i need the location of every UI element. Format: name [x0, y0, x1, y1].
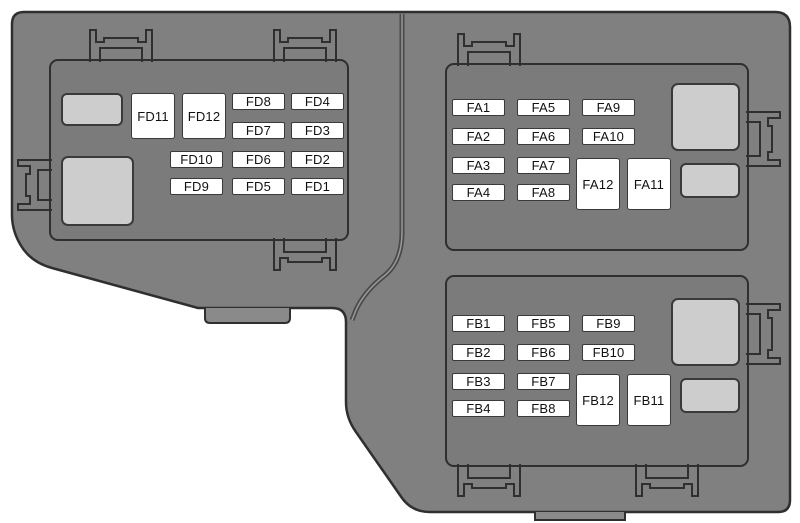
fuse-fa6[interactable]: FA6	[517, 128, 570, 145]
fuse-fa4[interactable]: FA4	[452, 184, 505, 201]
fuse-fb7[interactable]: FB7	[517, 373, 570, 390]
relay-b-large	[671, 298, 740, 366]
latch-clip-right-b	[746, 303, 781, 365]
fuse-fd2[interactable]: FD2	[291, 151, 344, 168]
fuse-fb9[interactable]: FB9	[582, 315, 635, 332]
fuse-fb4[interactable]: FB4	[452, 400, 505, 417]
fuse-fd5[interactable]: FD5	[232, 178, 285, 195]
fuse-fd8[interactable]: FD8	[232, 93, 285, 110]
fuse-fd1[interactable]: FD1	[291, 178, 344, 195]
latch-clip-bottom-middle	[273, 238, 337, 271]
fuse-fa12[interactable]: FA12	[576, 158, 620, 210]
fuse-fa9[interactable]: FA9	[582, 99, 635, 116]
bottom-tab-right	[534, 512, 626, 521]
relay-a-large	[671, 83, 740, 151]
fuse-fb6[interactable]: FB6	[517, 344, 570, 361]
fuse-fa11[interactable]: FA11	[627, 158, 671, 210]
relay-b-small	[680, 378, 740, 413]
fuse-fb3[interactable]: FB3	[452, 373, 505, 390]
fuse-fb2[interactable]: FB2	[452, 344, 505, 361]
fuse-fb11[interactable]: FB11	[627, 374, 671, 426]
latch-clip-top-middle	[273, 29, 337, 62]
fuse-fd6[interactable]: FD6	[232, 151, 285, 168]
fuse-fd11[interactable]: FD11	[131, 93, 175, 139]
latch-clip-bottom-b1	[457, 464, 521, 497]
fuse-fd3[interactable]: FD3	[291, 122, 344, 139]
fuse-fb12[interactable]: FB12	[576, 374, 620, 426]
fuse-fb1[interactable]: FB1	[452, 315, 505, 332]
relay-d-small	[61, 93, 123, 126]
fuse-fa2[interactable]: FA2	[452, 128, 505, 145]
relay-a-small	[680, 163, 740, 198]
fuse-fb8[interactable]: FB8	[517, 400, 570, 417]
fuse-fd4[interactable]: FD4	[291, 93, 344, 110]
fuse-fd10[interactable]: FD10	[170, 151, 223, 168]
fuse-fa10[interactable]: FA10	[582, 128, 635, 145]
fuse-fa8[interactable]: FA8	[517, 184, 570, 201]
fuse-fa3[interactable]: FA3	[452, 157, 505, 174]
latch-clip-top-right	[457, 33, 521, 66]
fuse-fb10[interactable]: FB10	[582, 344, 635, 361]
latch-clip-right-a	[746, 111, 781, 167]
fuse-fd7[interactable]: FD7	[232, 122, 285, 139]
latch-clip-left	[17, 159, 52, 211]
fuse-fb5[interactable]: FB5	[517, 315, 570, 332]
relay-d-large	[61, 156, 134, 226]
latch-clip-top-left	[89, 29, 153, 62]
latch-clip-bottom-b2	[635, 464, 699, 497]
fuse-fa5[interactable]: FA5	[517, 99, 570, 116]
fuse-fd9[interactable]: FD9	[170, 178, 223, 195]
fuse-fa1[interactable]: FA1	[452, 99, 505, 116]
bottom-tab-left	[204, 308, 291, 324]
fuse-fd12[interactable]: FD12	[182, 93, 226, 139]
fuse-fa7[interactable]: FA7	[517, 157, 570, 174]
